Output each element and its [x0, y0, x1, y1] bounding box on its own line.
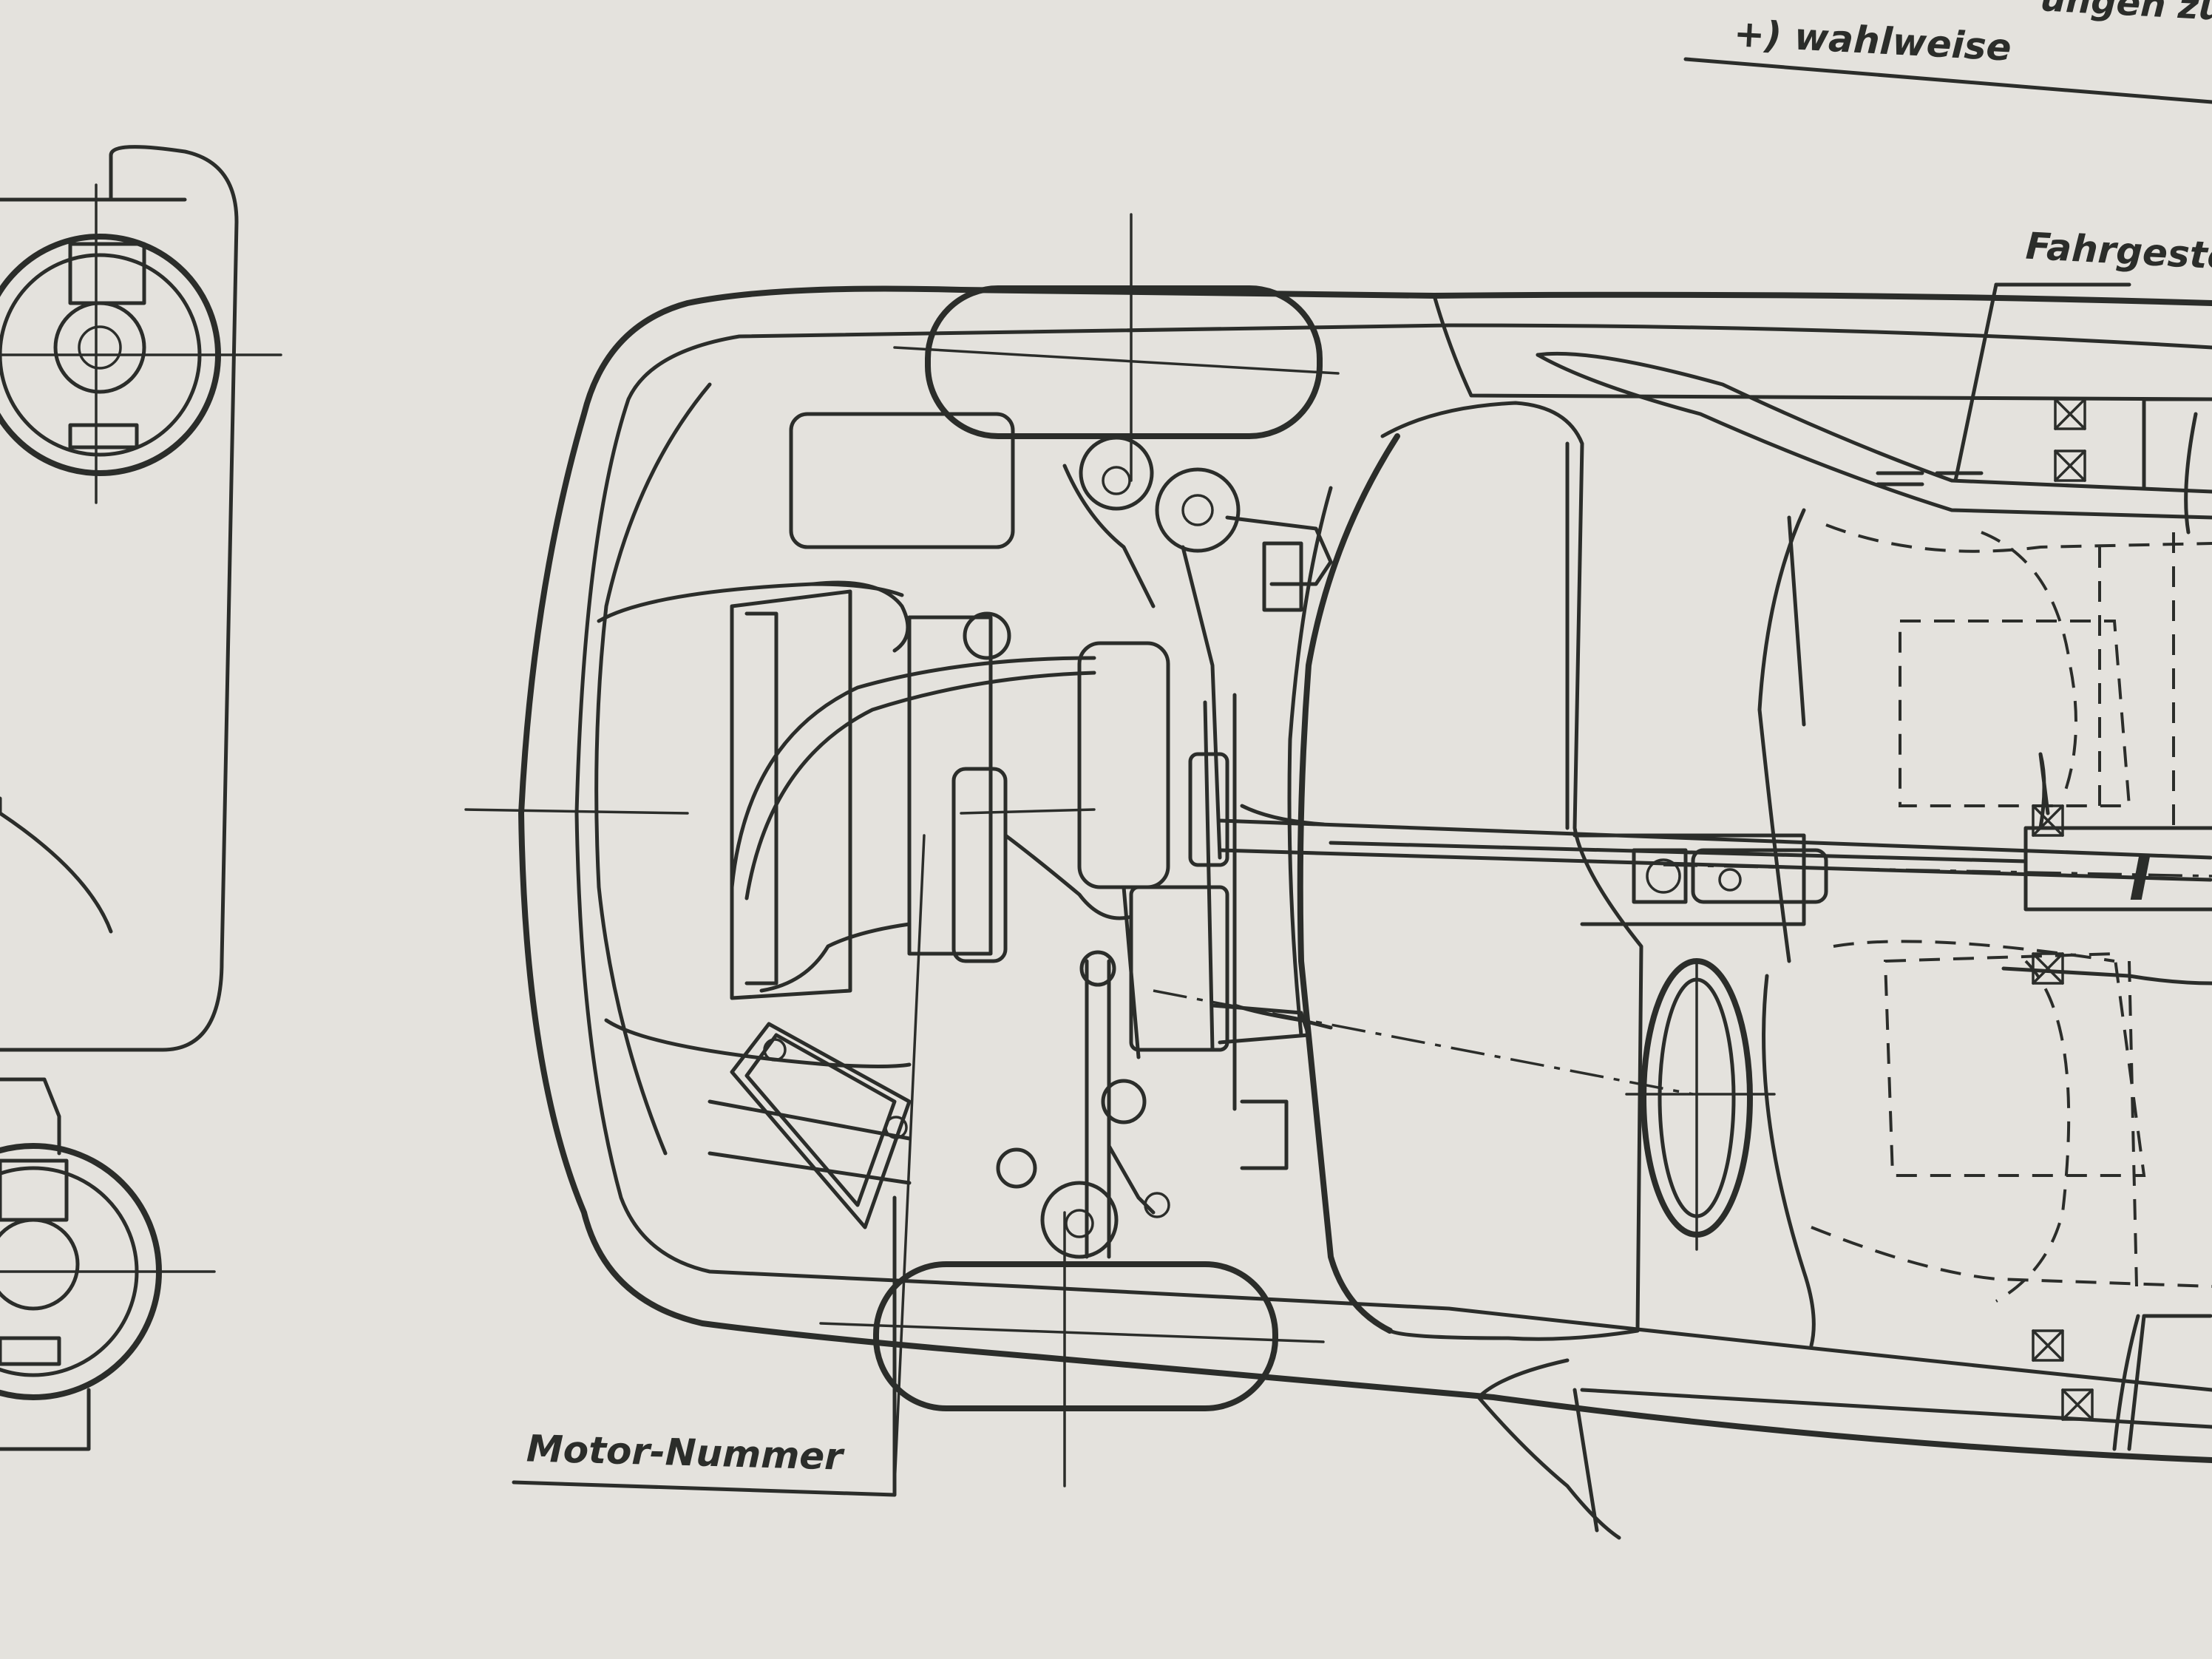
marker-symbols — [1876, 398, 2094, 1421]
engine-number-label: Motor-Nummer — [526, 1427, 844, 1479]
header-underline — [1683, 57, 2212, 104]
label-leaders — [512, 282, 2131, 1497]
engine-compartment — [708, 412, 1333, 1487]
firewall-area — [1287, 401, 1828, 1348]
front-wheel-top — [893, 213, 1340, 482]
reference-axes — [464, 808, 1096, 815]
front-wheel-bottom — [819, 1211, 1325, 1487]
left-wheel-assembly — [0, 145, 282, 1451]
interior-layout — [1153, 523, 2212, 1303]
chassis-number-label: Fahrgeste — [2024, 224, 2212, 279]
car-body-outline — [518, 285, 2212, 1540]
center-marker-label: I — [2129, 845, 2151, 914]
